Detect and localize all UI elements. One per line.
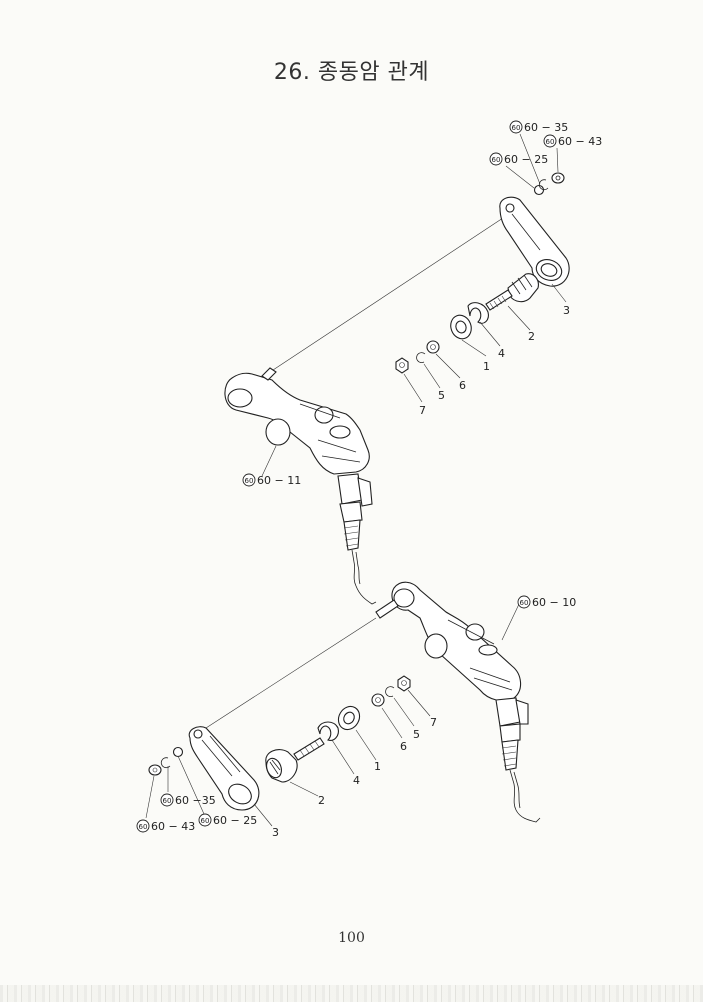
page-title: 26. 종동암 관계: [273, 60, 430, 85]
upper-connection-line: [269, 215, 507, 373]
upper-label-3: 3: [563, 304, 570, 317]
upper-label-6: 6: [459, 379, 466, 392]
lower-part-2-shaft: [265, 737, 325, 783]
lower-label-4: 4: [353, 774, 360, 787]
upper-label-1: 1: [483, 360, 490, 373]
lower-part-7-nut: [397, 675, 411, 692]
upper-label-5: 5: [438, 389, 445, 402]
upper-label-2: 2: [528, 330, 535, 343]
lower-ref-60-10: 60 60 − 10: [517, 595, 576, 609]
lower-label-1: 1: [374, 760, 381, 773]
lower-label-5: 5: [413, 728, 420, 741]
lower-part-1-bearing: [337, 705, 361, 731]
upper-part-5-washer: [416, 352, 426, 363]
upper-part-4-snap-ring: [467, 302, 489, 324]
upper-ref-60-43: 60 60 − 43: [543, 134, 602, 148]
svg-text:60: 60: [201, 817, 210, 825]
upper-part-6-nut: [426, 340, 440, 354]
upper-ref-60-35: 60 60 − 35: [509, 120, 568, 134]
upper-ref-60-11: 60 60 − 11: [242, 473, 301, 487]
lower-ref-60-25: 60 60 − 25: [198, 813, 257, 827]
svg-text:60: 60: [492, 156, 501, 164]
upper-ref-60-25: 60 60 − 25: [489, 152, 548, 166]
svg-text:60: 60: [163, 797, 172, 805]
svg-text:60 − 25: 60 − 25: [504, 153, 548, 166]
lower-ref-60-43: 60 60 − 43: [136, 819, 195, 833]
svg-text:60 − 43: 60 − 43: [558, 135, 602, 148]
svg-text:60 −35: 60 −35: [175, 794, 216, 807]
lower-main-arm: [375, 581, 541, 823]
upper-part-2-shaft: [485, 273, 539, 311]
lower-connection-line: [205, 617, 377, 729]
svg-text:60: 60: [520, 599, 529, 607]
svg-text:60 − 43: 60 − 43: [151, 820, 195, 833]
lower-part-5-washer: [385, 686, 395, 697]
lower-ref-60-35: 60 60 −35: [160, 793, 216, 807]
svg-text:60 − 35: 60 − 35: [524, 121, 568, 134]
lower-label-6: 6: [400, 740, 407, 753]
upper-label-7: 7: [419, 404, 426, 417]
upper-part-1-bearing: [450, 314, 472, 340]
upper-label-4: 4: [498, 347, 505, 360]
svg-text:60: 60: [245, 477, 254, 485]
lower-label-3: 3: [272, 826, 279, 839]
lower-assembly: [148, 581, 541, 823]
lower-part-4-snap-ring: [317, 721, 339, 741]
page-number: 100: [338, 930, 365, 946]
lower-part-6-nut: [371, 693, 385, 707]
upper-part-7-nut: [395, 357, 409, 374]
upper-part-3-lever: [499, 196, 570, 287]
leader-lines: [145, 133, 567, 827]
svg-text:60: 60: [512, 124, 521, 132]
upper-assembly: [224, 172, 570, 605]
lower-part-3-lever: [188, 726, 260, 811]
scan-edge-artifact: [0, 985, 703, 1002]
lower-small-parts: [148, 746, 184, 776]
svg-text:60: 60: [139, 823, 148, 831]
lower-label-7: 7: [430, 716, 437, 729]
svg-text:60 − 11: 60 − 11: [257, 474, 301, 487]
svg-text:60 − 25: 60 − 25: [213, 814, 257, 827]
svg-text:60 − 10: 60 − 10: [532, 596, 576, 609]
svg-text:60: 60: [546, 138, 555, 146]
upper-main-arm: [224, 367, 377, 605]
lower-label-2: 2: [318, 794, 325, 807]
upper-small-parts: [533, 172, 565, 196]
